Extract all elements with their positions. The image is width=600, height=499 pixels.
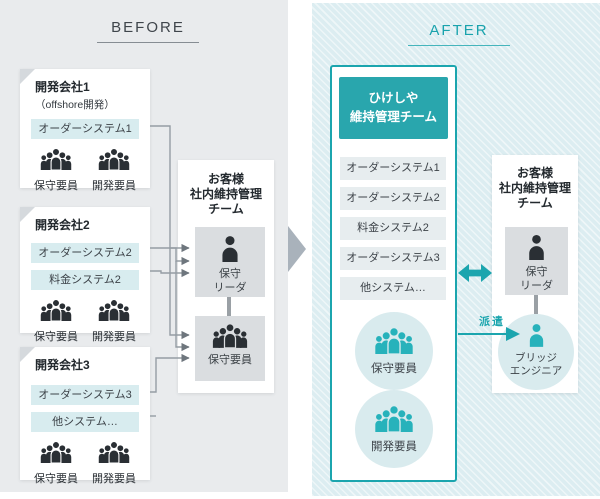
- company-box-1: 開発会社1 （offshore開発） オーダーシステム1 保守要員 開発要員: [20, 69, 150, 192]
- staff-group: 保守要員: [28, 147, 84, 193]
- team-header-line: 維持管理チーム: [349, 110, 438, 124]
- company-2-name: 開発会社2: [35, 218, 90, 232]
- person-icon: [222, 236, 238, 262]
- system-chip: オーダーシステム2: [340, 187, 446, 210]
- people-group-icon: [374, 404, 414, 433]
- people-group-icon: [212, 323, 248, 349]
- people-group-icon: [40, 298, 72, 322]
- transition-chevron-icon: [288, 226, 306, 272]
- customer-team-title-line: 社内維持管理: [498, 181, 571, 195]
- after-panel: AFTER ひけしや 維持管理チーム オーダーシステム1 オーダーシステム2 料…: [312, 3, 600, 496]
- customer-team-box-after: お客様 社内維持管理 チーム 保守 リーダ ブリッジ エンジニア: [492, 155, 578, 393]
- bridge-label-line: エンジニア: [509, 365, 563, 377]
- after-title: AFTER: [408, 22, 510, 46]
- leader-label-line: リーダ: [520, 280, 553, 292]
- staff-group: 保守要員: [28, 298, 84, 344]
- customer-team-title-line: チーム: [517, 196, 553, 210]
- hierarchy-connector: [227, 297, 231, 316]
- before-title: BEFORE: [97, 19, 199, 43]
- system-chip: 料金システム2: [31, 270, 139, 290]
- customer-team-title-line: お客様: [207, 172, 244, 186]
- system-chip: 他システム…: [31, 412, 139, 432]
- company-1-subtitle: （offshore開発）: [35, 99, 115, 111]
- maintenance-leader-box: 保守 リーダ: [505, 227, 568, 295]
- circle-label: 開発要員: [371, 441, 417, 453]
- maintenance-staff-circle: 保守要員: [355, 312, 433, 390]
- customer-team-title-line: 社内維持管理: [189, 187, 262, 201]
- staff-group-label: 保守要員: [34, 331, 78, 343]
- company-3-name: 開発会社3: [35, 358, 90, 372]
- staff-group: 保守要員: [28, 440, 84, 486]
- development-staff-circle: 開発要員: [355, 390, 433, 468]
- hierarchy-connector: [534, 295, 538, 314]
- circle-label: 保守要員: [371, 363, 417, 375]
- staff-group-label: 開発要員: [92, 331, 136, 343]
- person-icon: [529, 324, 543, 347]
- company-1-name: 開発会社1: [35, 80, 90, 94]
- dispatch-label: 派遣: [479, 316, 505, 328]
- team-header-line: ひけしや: [368, 91, 419, 105]
- system-chip: オーダーシステム3: [340, 247, 446, 270]
- people-group-icon: [98, 147, 130, 171]
- leader-label-line: 保守: [219, 268, 241, 280]
- staff-group: 開発要員: [86, 298, 142, 344]
- customer-team-title-line: お客様: [516, 166, 553, 180]
- company-box-2: 開発会社2 オーダーシステム2 料金システム2 保守要員 開発要員: [20, 207, 150, 343]
- maintenance-staff-box: 保守要員: [195, 316, 265, 381]
- people-group-icon: [40, 440, 72, 464]
- leader-label-line: 保守: [525, 266, 548, 278]
- hikeshiya-team-header: ひけしや 維持管理チーム: [339, 77, 448, 139]
- customer-team-title-line: チーム: [208, 202, 244, 216]
- staff-label: 保守要員: [208, 354, 252, 366]
- system-chip: オーダーシステム2: [31, 243, 139, 263]
- staff-group-label: 開発要員: [92, 180, 136, 192]
- customer-team-box-before: お客様 社内維持管理 チーム 保守 リーダ 保守要員: [178, 160, 274, 393]
- people-group-icon: [374, 326, 414, 355]
- leader-label-line: リーダ: [213, 282, 247, 294]
- people-group-icon: [98, 298, 130, 322]
- system-chip: オーダーシステム1: [340, 157, 446, 180]
- people-group-icon: [40, 147, 72, 171]
- before-panel: BEFORE 開発会社1 （offshore開発） オーダーシステム1 保守要員…: [0, 0, 288, 492]
- customer-team-title: お客様 社内維持管理 チーム: [178, 172, 274, 217]
- system-chip: オーダーシステム3: [31, 385, 139, 405]
- maintenance-leader-box: 保守 リーダ: [195, 227, 265, 297]
- person-icon: [529, 235, 544, 260]
- staff-group-label: 保守要員: [34, 473, 78, 485]
- bridge-engineer-circle: ブリッジ エンジニア: [498, 314, 574, 390]
- bridge-label-line: ブリッジ: [515, 352, 557, 364]
- company-box-3: 開発会社3 オーダーシステム3 他システム… 保守要員 開発要員: [20, 347, 150, 485]
- staff-group: 開発要員: [86, 147, 142, 193]
- system-chip: 料金システム2: [340, 217, 446, 240]
- staff-group-label: 開発要員: [92, 473, 136, 485]
- people-group-icon: [98, 440, 130, 464]
- hikeshiya-team-box: ひけしや 維持管理チーム オーダーシステム1 オーダーシステム2 料金システム2…: [330, 65, 457, 482]
- system-chip: オーダーシステム1: [31, 119, 139, 139]
- staff-group-label: 保守要員: [34, 180, 78, 192]
- system-chip: 他システム…: [340, 277, 446, 300]
- customer-team-title: お客様 社内維持管理 チーム: [492, 166, 578, 211]
- staff-group: 開発要員: [86, 440, 142, 486]
